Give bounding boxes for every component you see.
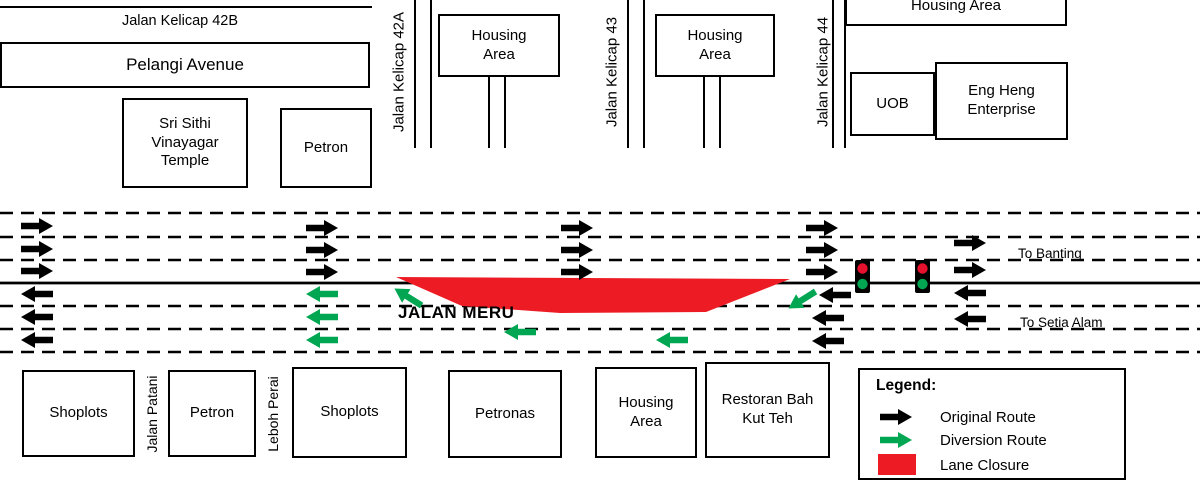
building-eng-heng-enterprise: Eng Heng Enterprise bbox=[935, 62, 1068, 140]
building-housing-area-2: Housing Area bbox=[655, 14, 775, 77]
legend-title: Legend: bbox=[876, 377, 937, 394]
street-label-jalan-kelicap-42a: Jalan Kelicap 42A bbox=[390, 11, 408, 133]
building-label: UOB bbox=[876, 94, 909, 112]
original-route-arrows-eastbound bbox=[21, 218, 986, 280]
building-restoran-bah-kut-teh: Restoran Bah Kut Teh bbox=[705, 362, 830, 458]
legend-lane-closure-label: Lane Closure bbox=[940, 457, 1030, 474]
building-label: Housing Area bbox=[910, 0, 1002, 14]
building-label: Restoran Bah Kut Teh bbox=[721, 391, 814, 427]
traffic-light-east bbox=[915, 260, 930, 293]
building-label: Petron bbox=[189, 404, 235, 422]
lane-closure-swatch-icon bbox=[878, 454, 916, 475]
street-label-leboh-perai: Leboh Perai bbox=[265, 376, 281, 452]
destination-to-setia-alam: To Setia Alam bbox=[1020, 315, 1103, 330]
building-label: Petron bbox=[303, 138, 349, 156]
building-housing-area-1: Housing Area bbox=[438, 14, 560, 77]
street-label-jalan-kelicap-43: Jalan Kelicap 43 bbox=[603, 16, 621, 128]
building-pelangi-avenue: Pelangi Avenue bbox=[0, 42, 370, 88]
building-housing-area-3: Housing Area bbox=[845, 0, 1067, 26]
building-petronas: Petronas bbox=[448, 370, 562, 458]
diversion-route-arrow-icon bbox=[880, 432, 912, 448]
building-label: Housing Area bbox=[471, 26, 527, 63]
lane-closure-zone bbox=[396, 277, 790, 313]
street-label-jalan-kelicap-44: Jalan Kelicap 44 bbox=[814, 16, 832, 128]
building-label: Eng Heng Enterprise bbox=[967, 82, 1036, 118]
destination-to-banting: To Banting bbox=[1018, 246, 1082, 261]
legend-original-route-label: Original Route bbox=[940, 409, 1036, 426]
building-housing-area-4: Housing Area bbox=[595, 367, 697, 458]
building-label: Housing Area bbox=[687, 26, 743, 63]
original-route-arrow-icon bbox=[880, 409, 912, 425]
legend-diversion-route-label: Diversion Route bbox=[940, 432, 1047, 449]
building-petron-north: Petron bbox=[280, 108, 372, 188]
building-label: Housing Area bbox=[618, 393, 674, 430]
building-shoplots-west: Shoplots bbox=[22, 370, 135, 457]
building-label: Shoplots bbox=[49, 404, 108, 422]
building-uob: UOB bbox=[850, 72, 935, 136]
building-shoplots-east: Shoplots bbox=[292, 367, 407, 458]
street-label-jalan-kelicap-42b: Jalan Kelicap 42B bbox=[121, 13, 239, 29]
lane-markings bbox=[0, 211, 1200, 354]
traffic-light-west bbox=[855, 260, 870, 293]
building-label: Shoplots bbox=[320, 403, 379, 421]
building-label: Petronas bbox=[474, 404, 536, 422]
building-label: Pelangi Avenue bbox=[126, 55, 244, 75]
building-petron-south: Petron bbox=[168, 370, 256, 457]
street-label-jalan-patani: Jalan Patani bbox=[144, 375, 160, 453]
main-road-label: JALAN MERU bbox=[398, 303, 515, 322]
legend: Legend: Original Route Diversion Route L… bbox=[858, 368, 1126, 480]
building-sri-sithi-vinayagar-temple: Sri Sithi Vinayagar Temple bbox=[122, 98, 248, 188]
building-label: Sri Sithi Vinayagar Temple bbox=[151, 114, 219, 170]
